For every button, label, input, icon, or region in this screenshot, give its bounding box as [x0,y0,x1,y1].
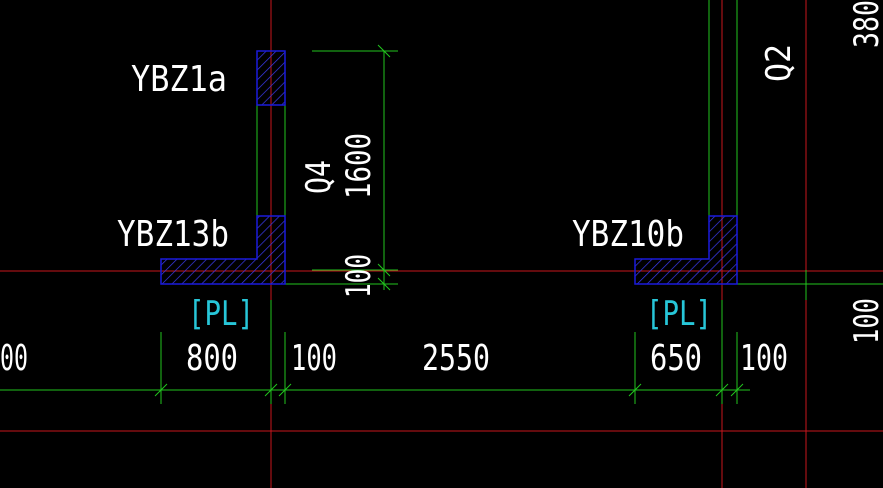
tag-pl-right: [PL] [646,294,712,334]
dim-100-right: 100 [847,298,883,344]
dim-1600: 1600 [339,133,379,199]
horizontal-dimension-lines [0,300,750,404]
dim-650: 650 [650,338,702,379]
dim-partial-left: 00 [0,338,28,379]
label-ybz1a: YBZ1a [131,59,227,100]
label-q2: Q2 [759,44,799,82]
dim-2550: 2550 [422,338,490,379]
dim-3800-partial: 380 [847,0,883,48]
column-ybz13b[interactable] [160,215,286,285]
column-ybz10b[interactable] [634,215,738,285]
tag-pl-left: [PL] [188,294,254,334]
dim-800: 800 [186,338,238,379]
dim-100-b: 100 [740,338,788,379]
dim-100-vertical: 100 [339,254,379,298]
vertical-dimension-lines [312,44,398,291]
column-ybz1a[interactable] [256,50,286,106]
label-q4: Q4 [299,160,339,194]
label-ybz10b: YBZ10b [572,214,684,255]
dim-100-a: 100 [291,338,337,379]
label-ybz13b: YBZ13b [117,214,229,255]
